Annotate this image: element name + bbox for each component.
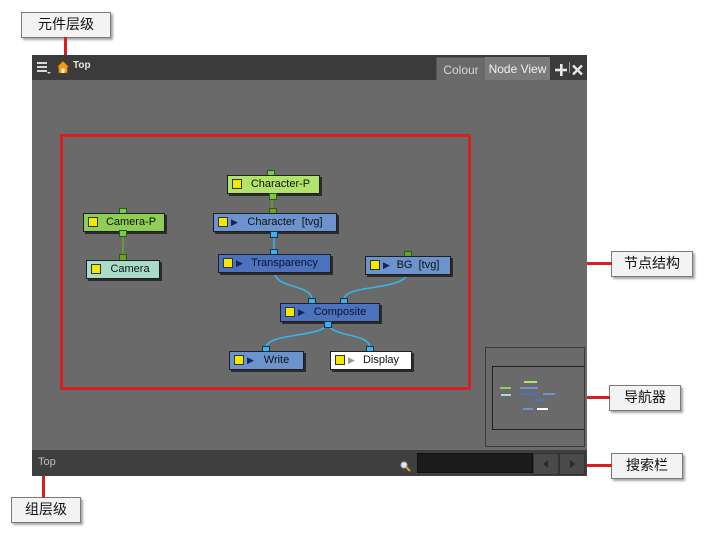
node-canvas[interactable]: Character-P Camera-P ▶ Character [tvg] C… — [32, 80, 587, 450]
callout-element-hierarchy: 元件层级 — [21, 12, 111, 38]
enable-checkbox[interactable] — [232, 179, 242, 189]
node-label: Write — [263, 354, 290, 366]
navigator-viewport[interactable] — [492, 366, 585, 430]
search-input[interactable] — [417, 453, 533, 473]
play-icon: ▶ — [231, 217, 238, 227]
play-icon: ▶ — [383, 260, 390, 270]
node-label: Display — [362, 354, 400, 366]
port-out[interactable] — [270, 231, 278, 238]
callout-search-bar: 搜索栏 — [611, 453, 683, 479]
node-label: Composite — [313, 306, 367, 318]
node-character[interactable]: ▶ Character [tvg] — [213, 213, 337, 232]
callout-line — [580, 396, 610, 399]
node-composite[interactable]: ▶ Composite — [280, 303, 380, 322]
enable-checkbox[interactable] — [370, 260, 380, 270]
callout-line — [64, 37, 67, 56]
enable-checkbox[interactable] — [234, 355, 244, 365]
callout-line — [42, 474, 45, 498]
prev-result-button[interactable] — [533, 453, 559, 475]
enable-checkbox[interactable] — [335, 355, 345, 365]
navigator[interactable] — [485, 347, 585, 447]
tab-colour[interactable]: Colour — [436, 57, 486, 81]
node-label: BG [tvg] — [396, 259, 440, 271]
breadcrumb-top[interactable]: Top — [73, 60, 91, 71]
home-icon[interactable] — [56, 59, 70, 74]
play-icon: ▶ — [236, 258, 243, 268]
right-arrow-icon — [570, 460, 575, 468]
node-label: Character [tvg] — [247, 216, 323, 228]
callout-node-structure: 节点结构 — [611, 251, 693, 277]
node-view-panel: Top Colour Node View — [32, 55, 587, 476]
node-structure-highlight — [60, 134, 471, 390]
node-display[interactable]: ▶ Display — [330, 351, 412, 370]
callout-navigator: 导航器 — [609, 385, 681, 411]
close-icon[interactable] — [572, 61, 583, 76]
port-out[interactable] — [119, 230, 127, 237]
statusbar: Top — [32, 450, 587, 476]
magnifier-icon — [400, 457, 411, 472]
node-character-p[interactable]: Character-P — [227, 175, 320, 194]
node-transparency[interactable]: ▶ Transparency — [218, 254, 331, 273]
node-camera-p[interactable]: Camera-P — [83, 213, 165, 232]
left-arrow-icon — [543, 460, 548, 468]
enable-checkbox[interactable] — [223, 258, 233, 268]
node-label: Transparency — [251, 257, 318, 269]
enable-checkbox[interactable] — [91, 264, 101, 274]
play-icon: ▶ — [348, 355, 355, 365]
node-label: Camera-P — [105, 216, 157, 228]
tab-node-view[interactable]: Node View — [485, 57, 550, 80]
node-camera[interactable]: Camera — [86, 260, 160, 279]
node-bg[interactable]: ▶ BG [tvg] — [365, 256, 451, 275]
port-out[interactable] — [324, 321, 332, 328]
node-label: Character-P — [250, 178, 311, 190]
enable-checkbox[interactable] — [218, 217, 228, 227]
plus-icon[interactable] — [555, 61, 567, 76]
play-icon: ▶ — [298, 307, 305, 317]
callout-line — [584, 464, 612, 467]
enable-checkbox[interactable] — [285, 307, 295, 317]
port-out[interactable] — [269, 193, 277, 200]
navigator-thumbnail — [500, 381, 555, 410]
node-write[interactable]: ▶ Write — [229, 351, 304, 370]
hamburger-menu-icon[interactable] — [37, 60, 51, 74]
play-icon: ▶ — [247, 355, 254, 365]
next-result-button[interactable] — [559, 453, 585, 475]
panel-titlebar: Top Colour Node View — [32, 55, 587, 81]
enable-checkbox[interactable] — [88, 217, 98, 227]
group-path[interactable]: Top — [38, 456, 56, 468]
node-label: Camera — [110, 263, 150, 275]
callout-group-hierarchy: 组层级 — [11, 497, 81, 523]
separator — [569, 62, 570, 73]
